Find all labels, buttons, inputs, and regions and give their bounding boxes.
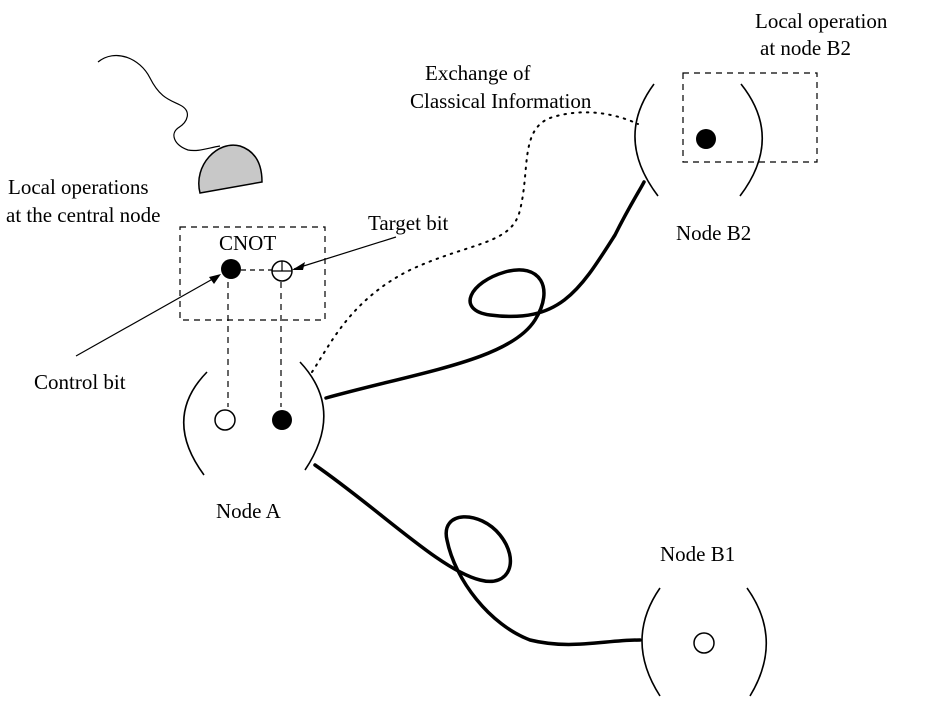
node-b2-label: Node B2 xyxy=(676,221,751,245)
node-a-label: Node A xyxy=(216,499,282,523)
exchange-label-2: Classical Information xyxy=(410,89,592,113)
cnot-label: CNOT xyxy=(219,231,276,255)
classical-channel xyxy=(311,111,639,373)
control-bit-dot xyxy=(221,259,241,279)
local-ops-central-label-2: at the central node xyxy=(6,203,161,227)
node-a xyxy=(182,361,325,476)
quantum-channel-a-b2 xyxy=(324,180,646,400)
mouse-icon xyxy=(97,54,263,194)
quantum-channel-a-b1 xyxy=(313,463,642,647)
local-op-b2-box xyxy=(682,72,818,163)
node-b1-label: Node B1 xyxy=(660,542,735,566)
node-b1 xyxy=(641,587,768,697)
cnot-box xyxy=(179,226,326,321)
control-bit-label: Control bit xyxy=(34,370,126,394)
node-a-qubit-open xyxy=(214,409,236,431)
target-bit-symbol xyxy=(271,260,293,282)
node-b1-qubit-open xyxy=(693,632,715,654)
node-a-qubit-filled xyxy=(272,410,292,430)
local-op-b2-label-2: at node B2 xyxy=(760,36,851,60)
target-bit-label: Target bit xyxy=(368,211,449,235)
exchange-label-1: Exchange of xyxy=(425,61,531,85)
node-b2 xyxy=(634,83,764,197)
node-b2-qubit-filled xyxy=(696,129,716,149)
local-op-b2-label-1: Local operation xyxy=(755,9,888,33)
local-ops-central-label-1: Local operations xyxy=(8,175,149,199)
